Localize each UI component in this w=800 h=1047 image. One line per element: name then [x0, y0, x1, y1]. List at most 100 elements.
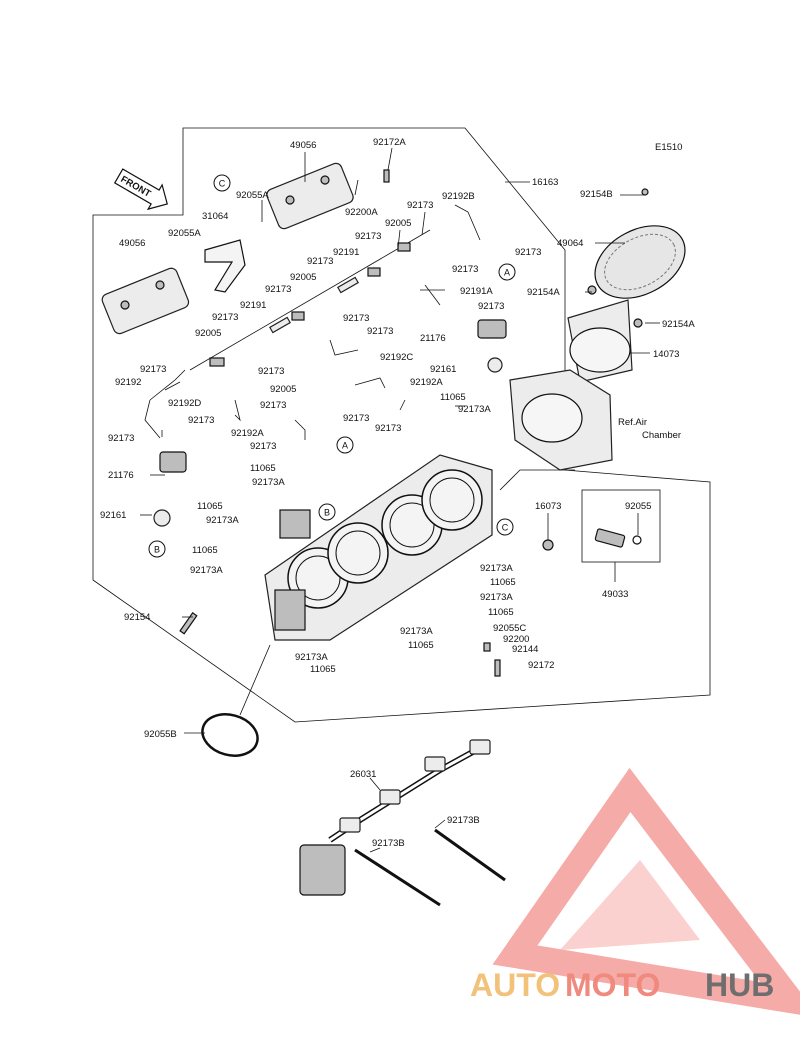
label-92173-r: 92173: [250, 441, 276, 452]
label-92173A-e: 92173A: [480, 563, 513, 574]
callout-C-top: C: [219, 179, 226, 189]
label-26031: 26031: [350, 769, 376, 780]
label-92173-m: 92173: [260, 400, 286, 411]
label-92005-c: 92005: [195, 328, 221, 339]
label-16163: 16163: [532, 177, 558, 188]
fuel-pipe-31064: [204, 239, 246, 293]
watermark-auto: AUTO: [470, 967, 560, 1003]
label-92173-c: 92173: [355, 231, 381, 242]
label-92173B-b: 92173B: [372, 838, 405, 849]
callout-B-mid: B: [324, 508, 330, 518]
label-21176-left: 21176: [108, 470, 134, 481]
label-92173-j: 92173: [367, 326, 393, 337]
label-11065-f: 11065: [488, 607, 514, 618]
label-92055B: 92055B: [144, 729, 177, 740]
label-92191A: 92191A: [460, 286, 493, 297]
label-92173-a: 92173: [407, 200, 433, 211]
label-92173-d: 92173: [307, 256, 333, 267]
label-92144: 92144: [512, 644, 538, 655]
label-49056-top: 49056: [290, 140, 316, 151]
label-16073: 16073: [535, 501, 561, 512]
label-92173A-b: 92173A: [252, 477, 285, 488]
label-92161-left: 92161: [100, 510, 126, 521]
callout-A-mid: A: [342, 441, 348, 451]
label-92172A: 92172A: [373, 137, 406, 148]
watermark-logo: [492, 767, 800, 1015]
label-92173A-c: 92173A: [206, 515, 239, 526]
callout-A-right: A: [504, 268, 510, 278]
label-92192D: 92192D: [168, 398, 201, 409]
label-49033: 49033: [602, 589, 628, 600]
label-92192B: 92192B: [442, 191, 475, 202]
label-92173A-g: 92173A: [400, 626, 433, 637]
screws: [179, 169, 649, 677]
label-11065-c: 11065: [197, 501, 223, 512]
label-92055A-left: 92055A: [168, 228, 201, 239]
label-92192A-top: 92192A: [410, 377, 443, 388]
label-92191-a: 92191: [333, 247, 359, 258]
label-11065-d: 11065: [192, 545, 218, 556]
label-92005-b: 92005: [290, 272, 316, 283]
watermark-hub: HUB: [705, 967, 774, 1003]
label-92173A-h: 92173A: [295, 652, 328, 663]
label-92192: 92192: [115, 377, 141, 388]
label-92154B: 92154B: [580, 189, 613, 200]
assembly-outline: [92, 127, 711, 723]
label-92172: 92172: [528, 660, 554, 671]
label-92173-g: 92173: [478, 301, 504, 312]
sensor-21176-left: [153, 451, 187, 527]
label-92173B-a: 92173B: [447, 815, 480, 826]
label-92154A-a: 92154A: [527, 287, 560, 298]
label-92005-a: 92005: [385, 218, 411, 229]
label-92173-i: 92173: [343, 313, 369, 324]
label-11065-g: 11065: [408, 640, 434, 651]
label-11065-a: 11065: [440, 392, 466, 403]
label-92173-e: 92173: [452, 264, 478, 275]
label-21176-top: 21176: [420, 333, 446, 344]
air-filter-49064: [594, 225, 686, 299]
diagram-code: E1510: [655, 142, 682, 153]
label-11065-h: 11065: [310, 664, 336, 675]
label-92154A-b: 92154A: [662, 319, 695, 330]
fuel-rail-left: [101, 267, 190, 335]
sensor-21176-top: [477, 319, 507, 373]
label-92173-f: 92173: [265, 284, 291, 295]
label-92200A: 92200A: [345, 207, 378, 218]
vacuum-hoses: [144, 204, 481, 440]
label-92154: 92154: [124, 612, 150, 623]
callout-C-mid: C: [502, 523, 509, 533]
seal-16073: [542, 539, 554, 551]
label-ref-air: Ref.Air: [618, 417, 647, 428]
callout-circles: C A A B B C: [148, 174, 516, 558]
label-92173A-a: 92173A: [458, 404, 491, 415]
part-labels-lower: 92173 11065 21176 92173A 11065 16073 920…: [100, 441, 651, 849]
label-92173-p: 92173: [375, 423, 401, 434]
label-14073: 14073: [653, 349, 679, 360]
label-92173-b: 92173: [515, 247, 541, 258]
cable-tie-92173B-a: [434, 828, 506, 882]
cable-tie-92173B-b: [354, 848, 441, 907]
air-chamber-ref: [509, 369, 613, 471]
label-92173-h: 92173: [212, 312, 238, 323]
callout-B-left: B: [154, 545, 160, 555]
label-92173-n: 92173: [343, 413, 369, 424]
label-ref-chamber: Chamber: [642, 430, 681, 441]
label-92055C: 92055C: [493, 623, 526, 634]
label-92161-top: 92161: [430, 364, 456, 375]
label-92200: 92200: [503, 634, 529, 645]
fuel-rail-top: [266, 162, 354, 230]
label-92173A-f: 92173A: [480, 592, 513, 603]
sensor-49033: [594, 528, 642, 548]
part-labels: E1510 49056 92172A 16163 92055A 92200A 9…: [108, 137, 695, 444]
front-arrow-icon: FRONT: [113, 168, 168, 211]
bracket-box: [581, 489, 661, 563]
label-49064: 49064: [557, 238, 583, 249]
label-92055A-top: 92055A: [236, 190, 269, 201]
label-92173-q: 92173: [108, 433, 134, 444]
label-92173-l: 92173: [258, 366, 284, 377]
watermark-text: AUTO MOTO HUB: [470, 967, 774, 1003]
wiring-harness-26031: [299, 739, 491, 896]
leader-lines: [140, 147, 660, 853]
label-49056-left: 49056: [119, 238, 145, 249]
